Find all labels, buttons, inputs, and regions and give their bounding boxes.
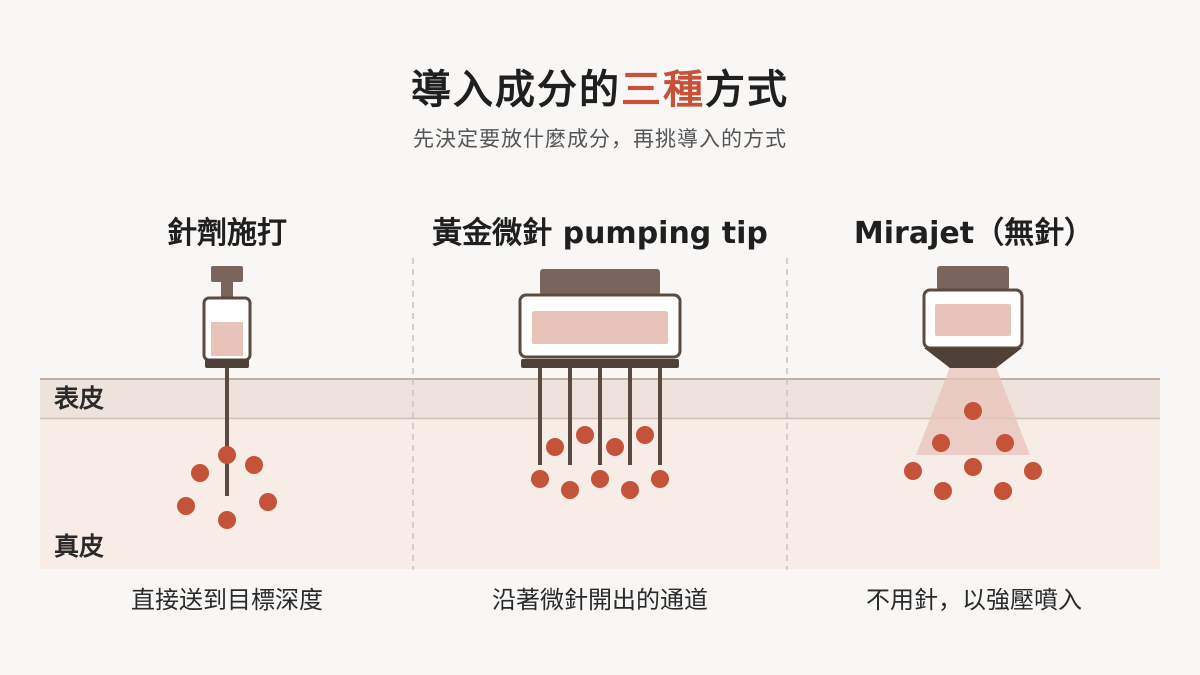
ingredient-dot [964, 458, 982, 476]
ingredient-dot [1024, 462, 1042, 480]
ingredient-dot [996, 434, 1014, 452]
method-caption-microneedle: 沿著微針開出的通道 [492, 586, 708, 614]
ingredient-dots-microneedle [531, 426, 669, 499]
title-accent: 三種 [621, 67, 705, 113]
method-caption-mirajet: 不用針，以強壓噴入 [866, 586, 1082, 614]
ingredient-dot [218, 446, 236, 464]
ingredient-dot [994, 482, 1012, 500]
ingredient-dot [218, 511, 236, 529]
ingredient-dot [606, 438, 624, 456]
ingredient-dot [621, 481, 639, 499]
ingredient-dot [561, 481, 579, 499]
ingredient-dot [651, 470, 669, 488]
ingredient-dot [531, 470, 549, 488]
mirajet-device-icon [916, 266, 1030, 455]
dermis-label: 真皮 [54, 532, 105, 561]
ingredient-dot [904, 462, 922, 480]
method-heading-mirajet: Mirajet（無針） [853, 216, 1095, 251]
ingredient-dot [964, 402, 982, 420]
ingredient-dots-mirajet [904, 402, 1042, 500]
title-part-2: 方式 [705, 67, 789, 113]
method-caption-injection: 直接送到目標深度 [131, 586, 323, 614]
ingredient-dot [636, 426, 654, 444]
page-title: 導入成分的三種方式 [0, 62, 1200, 118]
ingredient-dot [191, 464, 209, 482]
microneedle-device-icon [518, 269, 682, 465]
syringe-icon [202, 266, 252, 496]
ingredient-dot [546, 438, 564, 456]
title-part-1: 導入成分的 [411, 67, 621, 113]
ingredient-dot [259, 493, 277, 511]
ingredient-dots-syringe [177, 446, 277, 529]
ingredient-dot [591, 470, 609, 488]
ingredient-dot [245, 456, 263, 474]
page-subtitle: 先決定要放什麼成分，再挑導入的方式 [413, 127, 787, 151]
ingredient-dot [576, 426, 594, 444]
ingredient-dot [177, 497, 195, 515]
epidermis-label: 表皮 [54, 384, 105, 413]
ingredient-dot [934, 482, 952, 500]
ingredient-dot [932, 434, 950, 452]
method-heading-microneedle: 黃金微針 pumping tip [432, 216, 768, 251]
method-heading-injection: 針劑施打 [167, 216, 287, 251]
